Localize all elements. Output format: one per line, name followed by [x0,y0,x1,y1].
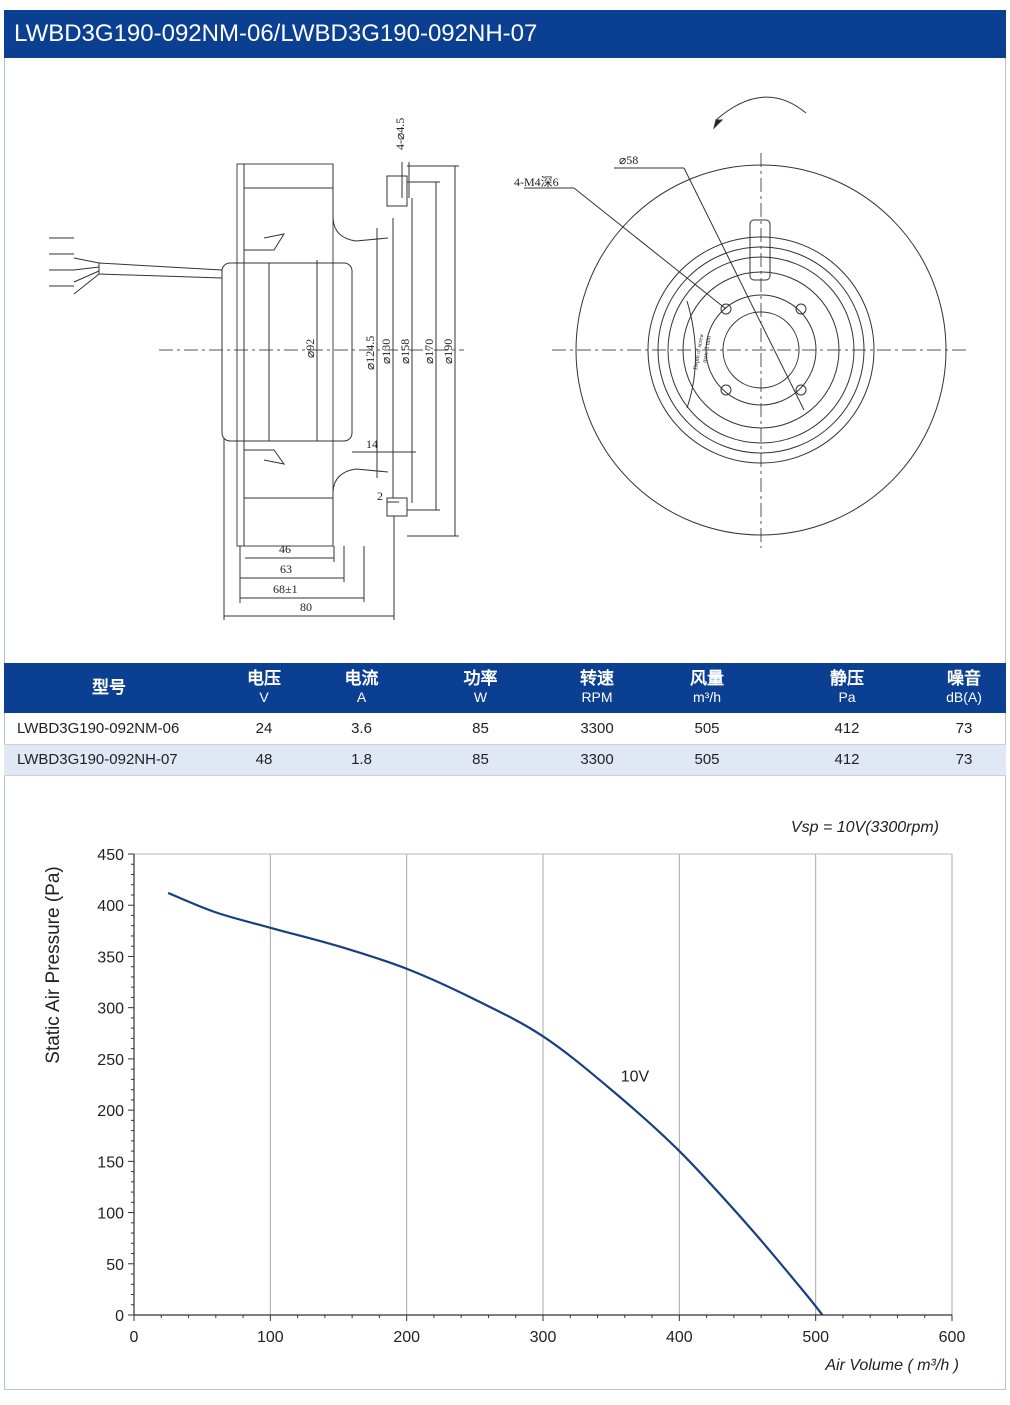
cell-current: 3.6 [314,713,409,745]
cell-pressure: 412 [772,713,922,745]
y-tick-label: 50 [106,1257,124,1274]
dimension-drawing: 4-⌀4.5 ⌀92 ⌀124.5 ⌀130 ⌀158 ⌀170 ⌀190 14… [49,96,969,620]
col-header-model: 型号 [4,663,214,713]
dim-d92: ⌀92 [303,339,317,358]
chart-ticks: 0 50 100 150 200 250 300 350 400 450 0 100 200 300 400… [97,847,965,1346]
cell-power: 85 [409,744,552,776]
cell-power: 85 [409,713,552,745]
series-line [167,891,824,1316]
front-view [524,96,969,548]
depth-note-2: max. 5 mm [702,335,713,363]
table-row: LWBD3G190-092NH-07 48 1.8 85 3300 505 41… [4,744,1006,776]
y-tick-label: 200 [97,1103,124,1120]
x-tick-label: 300 [530,1329,557,1346]
y-tick-label: 150 [97,1154,124,1171]
chart-grid [134,853,953,1315]
cell-noise: 73 [922,744,1006,776]
page-title: LWBD3G190-092NM-06/LWBD3G190-092NH-07 [4,10,1006,58]
dim-2: 2 [377,489,383,503]
dim-d58: ⌀58 [619,153,638,167]
cell-voltage: 24 [214,713,314,745]
dim-46: 46 [279,542,291,556]
dim-d130: ⌀130 [379,339,393,364]
cell-current: 1.8 [314,744,409,776]
x-tick-label: 500 [802,1329,829,1346]
cell-noise: 73 [922,713,1006,745]
cell-model: LWBD3G190-092NM-06 [4,713,214,745]
side-view [49,162,464,620]
chart-series: 10V [167,891,824,1316]
x-tick-label: 100 [257,1329,284,1346]
cell-pressure: 412 [772,744,922,776]
cell-speed: 3300 [552,744,642,776]
cell-model: LWBD3G190-092NH-07 [4,744,214,776]
cell-voltage: 48 [214,744,314,776]
dim-m4: 4-M4深6 [514,175,559,189]
y-tick-label: 450 [97,847,124,864]
cell-airflow: 505 [642,744,772,776]
y-tick-label: 0 [115,1308,124,1325]
x-tick-label: 600 [939,1329,966,1346]
dim-d170: ⌀170 [422,339,436,364]
y-tick-label: 400 [97,898,124,915]
performance-chart: 0 50 100 150 200 250 300 350 400 450 0 100 200 300 400… [43,819,965,1374]
series-label: 10V [621,1068,650,1085]
x-axis-label: Air Volume ( m³/h ) [824,1357,959,1374]
x-tick-label: 400 [666,1329,693,1346]
dim-d190: ⌀190 [441,339,455,364]
dim-63: 63 [280,562,292,576]
chart-annotation: Vsp = 10V(3300rpm) [791,819,939,836]
x-tick-label: 0 [130,1329,139,1346]
dim-68: 68±1 [273,582,298,596]
y-tick-label: 100 [97,1206,124,1223]
x-tick-label: 200 [393,1329,420,1346]
dim-14: 14 [366,437,378,451]
y-tick-label: 250 [97,1052,124,1069]
dim-80: 80 [300,600,312,614]
cell-airflow: 505 [642,713,772,745]
y-axis-label: Static Air Pressure (Pa) [43,866,64,1063]
dim-d158: ⌀158 [398,339,412,364]
dim-d124: ⌀124.5 [363,336,377,370]
table-row: LWBD3G190-092NM-06 24 3.6 85 3300 505 41… [4,713,1006,745]
y-tick-label: 300 [97,1001,124,1018]
cell-speed: 3300 [552,713,642,745]
dim-hole: 4-⌀4.5 [393,118,407,150]
y-tick-label: 350 [97,949,124,966]
